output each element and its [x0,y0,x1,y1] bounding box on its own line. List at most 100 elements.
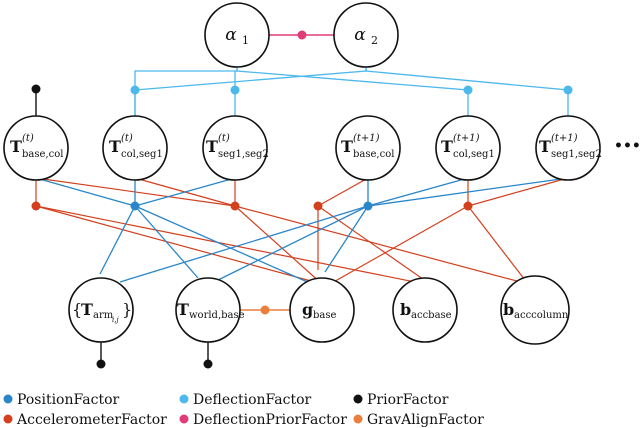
ellipsis: ••• [614,138,640,154]
svg-text:1: 1 [242,34,249,47]
factor-acc-2 [230,201,240,211]
svg-text:acccolumn: acccolumn [514,310,569,321]
edge-acc-e [35,205,323,285]
node-t-base-col-t: T (t) base,col [3,115,69,181]
svg-text:T: T [441,137,453,156]
node-b-accbase: b accbase [392,277,458,343]
deflection-edges [134,63,569,118]
svg-text:T: T [206,137,218,156]
legend-prior-swatch [353,394,363,404]
legend-deflection-swatch [179,394,189,404]
svg-text:base,col: base,col [22,149,63,160]
edge-acc-f [35,205,426,285]
svg-text:}: } [122,300,132,319]
node-alpha1: α 1 [204,2,270,68]
legend-prior-label: PriorFactor [367,392,449,408]
edge-deflection-1 [134,63,238,118]
svg-text:seg1,seg2: seg1,seg2 [218,149,269,160]
node-b-acccolumn: b acccolumn [500,275,570,345]
edge-pos-e [134,205,313,285]
node-t-seg1-seg2-t1: T (t+1) seg1,seg2 [535,115,602,181]
svg-text:(t): (t) [121,133,133,144]
node-t-world-base: T world,base [175,277,245,343]
svg-text:base: base [313,310,336,321]
position-edges [35,177,569,285]
svg-text:(t): (t) [218,133,230,144]
svg-text:T: T [81,300,93,319]
factor-acc-1 [31,201,41,211]
edge-acc-n [329,205,469,285]
factor-deflection-2 [230,85,240,95]
edge-acc-g [234,205,323,285]
edge-acc-h [234,205,529,285]
legend-accelerometer-swatch [3,414,13,424]
svg-text:(t+1): (t+1) [453,133,480,144]
legend-position-swatch [3,394,13,404]
legend-deflection-prior-swatch [179,414,189,424]
edge-pos-f [134,205,199,279]
factor-grav-align [260,305,270,315]
factor-deflection-3 [463,85,473,95]
edge-deflection-3 [236,63,469,118]
edge-acc-i [317,177,369,207]
legend-position-label: PositionFactor [17,392,119,408]
edge-acc-o [467,205,529,285]
edge-acc-j [467,177,569,207]
factor-prior-bottom-1 [96,359,106,369]
svg-text:{: { [72,300,82,319]
node-g-base: g base [289,277,355,343]
svg-text:(t+1): (t+1) [353,133,380,144]
svg-text:T: T [10,137,22,156]
legend-grav-align-swatch [353,414,363,424]
factor-prior-bottom-2 [203,359,213,369]
svg-text:g: g [302,300,313,319]
edge-deflection-4 [134,63,367,91]
edge-acc-m [317,205,431,285]
svg-text:(t+1): (t+1) [551,133,578,144]
edge-pos-d [99,205,136,275]
node-t-base-col-t1: T (t+1) base,col [335,115,401,181]
edge-pos-k [209,205,369,285]
svg-text:(t): (t) [22,133,34,144]
svg-text:T: T [109,137,121,156]
legend-accelerometer-label: AccelerometerFactor [16,412,167,428]
factor-position-1 [130,201,140,211]
svg-text:b: b [400,300,411,319]
node-t-arm: { T arm i,j } [68,277,134,343]
node-t-col-seg1-t: T (t) col,seg1 [102,115,168,181]
legend-grav-align-label: GravAlignFactor [367,412,484,428]
edge-pos-c [35,177,136,207]
legend-deflection-prior-label: DeflectionPriorFactor [193,412,347,428]
svg-text:accbase: accbase [411,310,452,321]
factor-deflection-4 [563,85,573,95]
svg-text:world,base: world,base [189,310,245,321]
edge-pos-j [119,205,369,283]
factor-position-2 [363,201,373,211]
svg-text:b: b [503,300,514,319]
svg-text:arm: arm [93,310,114,321]
edge-pos-l [324,205,369,273]
node-t-seg1-seg2-t: T (t) seg1,seg2 [202,115,269,181]
factor-deflection-1 [130,85,140,95]
factor-deflection-prior [297,30,307,40]
svg-text:base,col: base,col [353,149,394,160]
edge-pos-h [367,177,469,207]
edge-pos-i [367,177,569,207]
svg-text:α: α [225,25,237,45]
svg-text:col,seg1: col,seg1 [453,149,495,160]
node-t-col-seg1-t1: T (t+1) col,seg1 [435,115,501,181]
svg-text:col,seg1: col,seg1 [121,149,163,160]
factor-acc-3 [313,201,323,211]
svg-text:T: T [177,300,189,319]
node-alpha2: α 2 [333,2,399,68]
svg-text:seg1,seg2: seg1,seg2 [551,149,602,160]
legend-deflection-label: DeflectionFactor [193,392,312,408]
factor-prior-top [31,84,41,94]
svg-text:i,j: i,j [112,316,119,324]
svg-text:α: α [354,25,366,45]
accelerometer-edges [35,177,569,285]
svg-text:T: T [539,137,551,156]
factor-acc-4 [463,201,473,211]
svg-text:2: 2 [371,34,378,47]
